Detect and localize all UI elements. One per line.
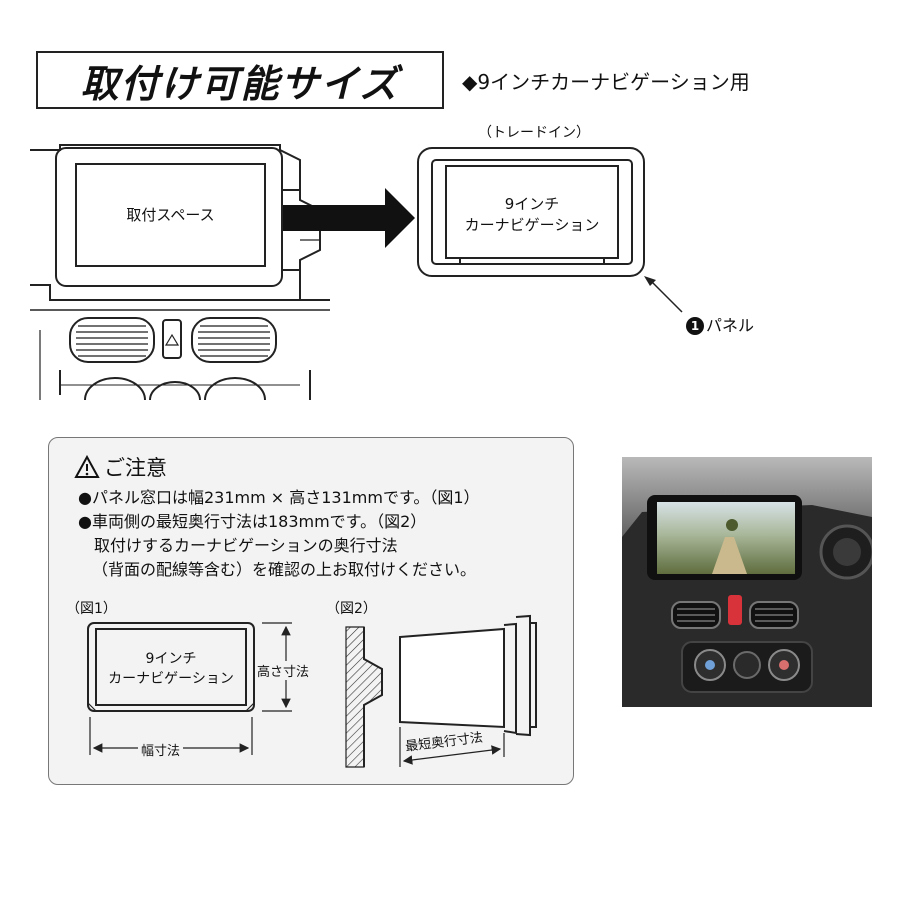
warning-icon [74, 455, 100, 478]
notice-line-4: （背面の配線等含む）を確認の上お取付けください。 [92, 560, 477, 579]
fig1-width-label: 幅寸法 [138, 740, 184, 759]
page-title: 取付け可能サイズ [80, 61, 400, 106]
fig1-navi-line1: 9インチ [145, 651, 197, 667]
title-box: 取付け可能サイズ [36, 51, 444, 109]
trade-in-label: （トレードイン） [478, 125, 590, 141]
install-space-label: 取付スペース [126, 206, 215, 224]
notice-line-1: ●パネル窓口は幅231mm × 高さ131mmです。（図1） [78, 488, 480, 507]
dashboard-diagram [30, 144, 683, 401]
navi-label-line2: カーナビゲーション [464, 216, 600, 234]
notice-line-2: ●車両側の最短奥行寸法は183mmです。（図2） [78, 512, 427, 531]
notice-title: ご注意 [104, 456, 167, 480]
right-arrow-icon [283, 188, 415, 248]
notice-line-3: 取付けするカーナビゲーションの奥行寸法 [78, 536, 398, 555]
navi-label-line1: 9インチ [504, 195, 560, 213]
fig1-height-label: 高さ寸法 [257, 661, 310, 680]
figure-drawings [87, 614, 537, 768]
panel-number-badge: 1 [686, 317, 704, 335]
subtitle: ◆9インチカーナビゲーション用 [462, 70, 750, 94]
fig1-caption: （図1） [66, 601, 117, 617]
panel-label-text: パネル [706, 316, 755, 335]
fig1-navi-line2: カーナビゲーション [108, 671, 234, 687]
fig2-caption: （図2） [326, 601, 377, 617]
installed-navi-photo [622, 457, 872, 707]
